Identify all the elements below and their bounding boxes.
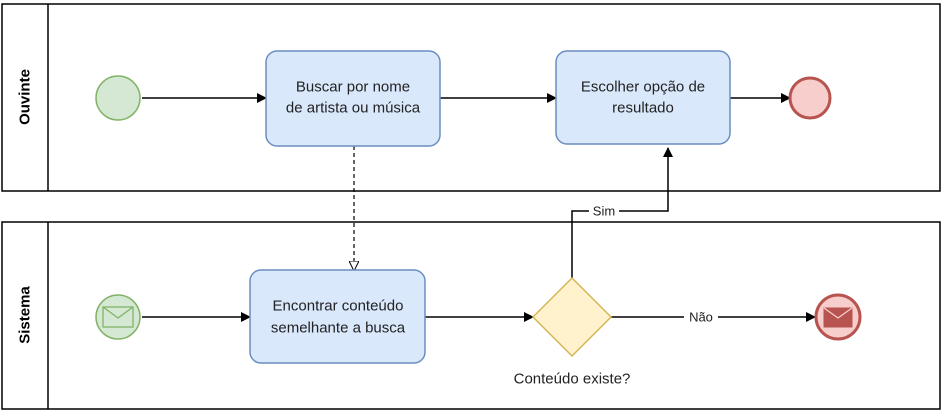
task-buscar[interactable]: Buscar por nome de artista ou música bbox=[265, 50, 441, 147]
edge-gateway-sim bbox=[571, 147, 673, 278]
end-event[interactable] bbox=[788, 76, 832, 120]
task-escolher-box[interactable] bbox=[555, 50, 731, 145]
envelope-icon bbox=[102, 306, 134, 328]
task-encontrar-box[interactable] bbox=[249, 269, 426, 364]
message-end-event[interactable] bbox=[814, 293, 862, 341]
pool-sistema: Sistema bbox=[1, 221, 941, 410]
task-buscar-line1: Buscar por nome bbox=[296, 79, 410, 96]
pool-sistema-frame bbox=[1, 221, 941, 410]
exclusive-gateway[interactable]: Conteúdo existe? bbox=[514, 276, 631, 388]
task-escolher[interactable]: Escolher opção de resultado bbox=[555, 50, 731, 145]
message-start-event[interactable] bbox=[95, 294, 141, 340]
task-escolher-line1: Escolher opção de bbox=[581, 79, 705, 96]
envelope-filled-icon bbox=[823, 307, 853, 328]
edge-label-nao-bg bbox=[684, 309, 718, 325]
gateway-diamond[interactable] bbox=[531, 276, 613, 358]
edge-label-nao: Não bbox=[689, 310, 713, 325]
task-encontrar-line1: Encontrar conteúdo bbox=[273, 298, 404, 315]
task-escolher-line2: resultado bbox=[612, 100, 674, 117]
gateway-label: Conteúdo existe? bbox=[514, 371, 631, 388]
lane-label-sistema: Sistema bbox=[17, 286, 34, 344]
lane-label-ouvinte: Ouvinte bbox=[17, 69, 34, 125]
task-encontrar[interactable]: Encontrar conteúdo semelhante a busca bbox=[249, 269, 426, 364]
task-encontrar-line2: semelhante a busca bbox=[271, 320, 406, 337]
edge-label-sim: Sim bbox=[593, 204, 615, 219]
task-buscar-box[interactable] bbox=[265, 50, 441, 147]
edge-label-sim-bg bbox=[589, 203, 619, 219]
start-event[interactable] bbox=[95, 75, 141, 121]
task-buscar-line2: de artista ou música bbox=[286, 100, 421, 117]
